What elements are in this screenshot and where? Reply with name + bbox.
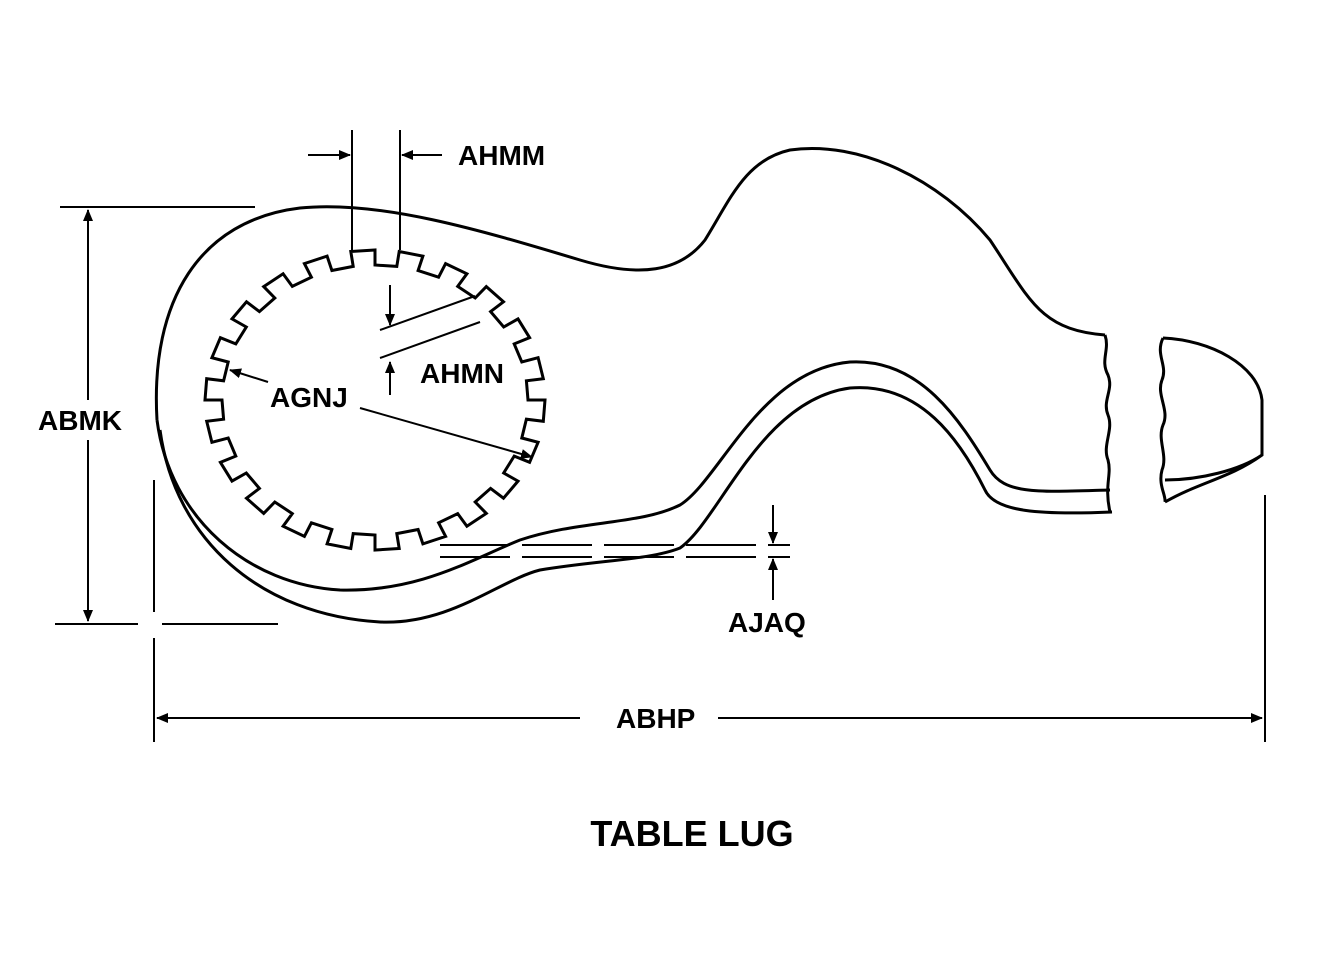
label-ahmn: AHMN bbox=[420, 358, 504, 389]
break-line-left bbox=[1103, 334, 1112, 513]
dimension-ajaq: AJAQ bbox=[440, 505, 806, 638]
dimension-ahmn: AHMN bbox=[379, 285, 504, 395]
lug-body bbox=[154, 147, 1264, 624]
lug-outline-bottom bbox=[155, 360, 1111, 592]
label-abhp: ABHP bbox=[616, 703, 695, 734]
bore-teeth-outline bbox=[203, 248, 547, 552]
lug-edge-thickness bbox=[158, 386, 1113, 624]
dimension-ahmm: AHMM bbox=[308, 130, 545, 250]
toothed-bore bbox=[203, 248, 547, 552]
label-ahmm: AHMM bbox=[458, 140, 545, 171]
label-abmk: ABMK bbox=[38, 405, 122, 436]
diagram-title: TABLE LUG bbox=[590, 813, 793, 854]
lug-outline-top bbox=[154, 147, 1106, 421]
dimension-agnj: AGNJ bbox=[229, 368, 533, 459]
label-ajaq: AJAQ bbox=[728, 607, 806, 638]
dimension-abmk: ABMK bbox=[38, 206, 278, 625]
label-agnj: AGNJ bbox=[270, 382, 348, 413]
dimension-abhp: ABHP bbox=[153, 480, 1266, 742]
lug-end-piece bbox=[1158, 336, 1264, 504]
